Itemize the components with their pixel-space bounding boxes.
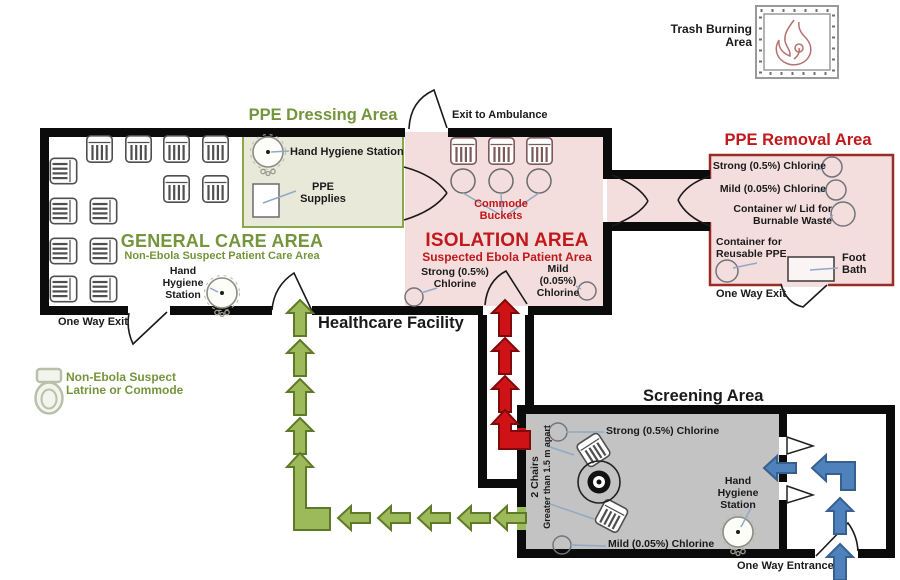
general-care-exit-label: One Way Exit — [58, 316, 128, 328]
screening-hand-hygiene-label: Hand Hygiene Station — [717, 475, 759, 511]
general-care-subtitle: Non-Ebola Suspect Patient Care Area — [124, 250, 320, 262]
ppe-dressing-title: PPE Dressing Area — [248, 106, 398, 124]
removal-mild-chlorine-label: Mild (0.05%) Chlorine — [719, 183, 826, 195]
entry-flow-arrows — [763, 452, 856, 580]
isolation-title: ISOLATION AREA — [425, 230, 589, 251]
trash-burning-label: Trash Burning Area — [670, 22, 752, 50]
swing-door-icons — [786, 435, 816, 505]
leader-lines — [209, 150, 839, 547]
isolation-strong-chlorine-label: Strong (0.5%) Chlorine — [421, 266, 489, 290]
general-care-title: GENERAL CARE AREA — [120, 231, 324, 251]
bullseye-icon — [577, 460, 621, 504]
ppe-removal-title: PPE Removal Area — [724, 131, 872, 149]
dressing-hand-hygiene-label: Hand Hygiene Station — [290, 146, 404, 158]
exit-to-ambulance-label: Exit to Ambulance — [452, 109, 548, 121]
one-way-entrance-label: One Way Entrance — [737, 560, 834, 572]
screening-title: Screening Area — [643, 387, 764, 405]
flame-icon — [775, 19, 812, 66]
screening-mild-chlorine-label: Mild (0.05%) Chlorine — [608, 538, 715, 550]
commode-bucket-icons — [450, 168, 552, 194]
latrine-legend-label: Non-Ebola Suspect Latrine or Commode — [66, 370, 184, 398]
commode-buckets-label: Commode Buckets — [474, 198, 528, 223]
removal-corridor-floor — [607, 179, 710, 222]
isolation-mild-chlorine-label: Mild (0.05%) Chlorine — [536, 263, 580, 299]
chairs-spacing-note: 2 Chairs Greater than 1.5 m apart — [529, 422, 552, 532]
trash-burning-enclosure — [755, 5, 839, 79]
healthcare-facility-label: Healthcare Facility — [318, 314, 464, 332]
removal-strong-chlorine-label: Strong (0.5%) Chlorine — [712, 160, 826, 172]
chairs-note-line2: Greater than 1.5 m apart — [541, 425, 552, 529]
chairs-note-line1: 2 Chairs — [529, 456, 542, 498]
isolation-beds — [449, 136, 554, 166]
toilet-icon — [34, 367, 64, 415]
foot-bath-label: Foot Bath — [842, 252, 867, 277]
removal-exit-label: One Way Exit — [716, 288, 786, 300]
contaminated-flow-arrows — [489, 299, 531, 450]
screening-strong-chlorine-label: Strong (0.5%) Chlorine — [606, 425, 720, 437]
ppe-supplies-icon — [252, 183, 280, 218]
general-care-hand-hygiene-label: Hand Hygiene Station — [162, 265, 204, 301]
clean-flow-arrows — [284, 299, 527, 531]
isolation-subtitle: Suspected Ebola Patient Area — [422, 250, 592, 264]
ppe-supplies-label: PPE Supplies — [300, 181, 346, 206]
burnable-waste-container-label: Container w/ Lid for Burnable Waste — [733, 203, 832, 227]
door-swings — [127, 88, 859, 557]
reusable-ppe-container-label: Container for Reusable PPE — [716, 236, 787, 260]
